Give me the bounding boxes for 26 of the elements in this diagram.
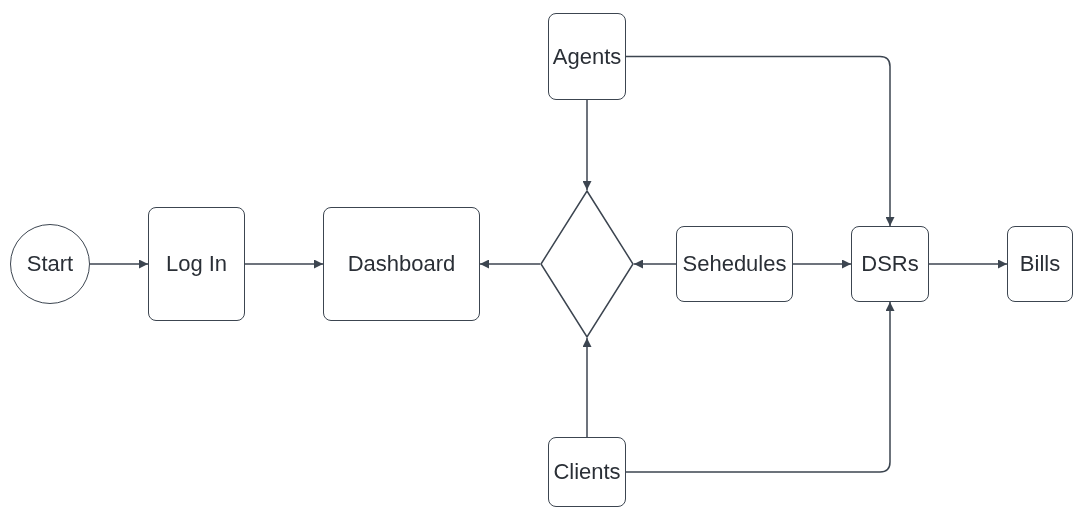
process-box xyxy=(148,207,245,321)
process-box xyxy=(851,226,929,302)
arrow xyxy=(479,259,541,269)
node-label: Clients xyxy=(553,459,621,485)
process-box xyxy=(676,226,793,302)
process-box xyxy=(548,13,626,100)
process-box xyxy=(323,207,480,321)
node-label: Dashboard xyxy=(347,251,456,277)
node-label: Agents xyxy=(552,43,622,70)
node-label: Bills xyxy=(1019,251,1061,277)
arrow xyxy=(792,259,852,269)
node-label: Log In xyxy=(165,251,228,277)
arrow xyxy=(625,55,895,227)
process-box xyxy=(548,437,626,507)
arrow xyxy=(633,259,677,269)
node-label: Start xyxy=(26,251,74,277)
arrow xyxy=(582,99,592,191)
arrow xyxy=(928,259,1008,269)
arrow xyxy=(625,301,895,473)
decision-diamond xyxy=(540,190,634,338)
node-label: DSRs xyxy=(861,251,919,277)
node-label: Sehedules xyxy=(682,251,787,277)
arrow xyxy=(244,259,324,269)
arrow xyxy=(89,259,149,269)
arrow xyxy=(582,337,592,438)
process-box xyxy=(1007,226,1073,302)
